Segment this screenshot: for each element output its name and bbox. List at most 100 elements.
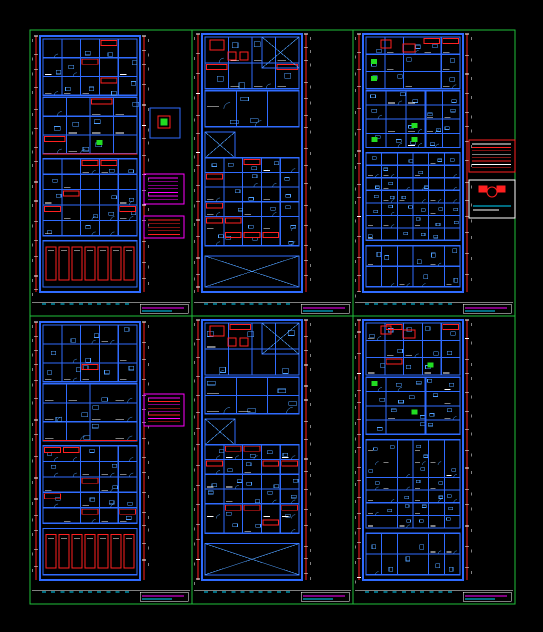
furniture bbox=[230, 119, 239, 125]
furniture bbox=[448, 566, 454, 572]
furniture bbox=[124, 327, 130, 332]
void-cross bbox=[204, 543, 300, 576]
furniture bbox=[130, 81, 137, 86]
fixture-red bbox=[44, 446, 61, 453]
fixture-red bbox=[206, 63, 228, 70]
furniture bbox=[437, 158, 442, 162]
furniture bbox=[376, 48, 382, 53]
furniture bbox=[85, 225, 91, 229]
parking-bay bbox=[58, 246, 70, 281]
furniture bbox=[55, 69, 62, 75]
furniture bbox=[408, 205, 413, 209]
fixture-red bbox=[224, 231, 242, 238]
furniture bbox=[112, 485, 118, 490]
red-fixture bbox=[402, 43, 416, 53]
furniture bbox=[420, 232, 426, 237]
door-swing bbox=[422, 283, 426, 287]
elevator bbox=[239, 51, 249, 61]
furniture bbox=[288, 329, 295, 336]
door-swing bbox=[234, 455, 239, 460]
fixture-green bbox=[411, 137, 418, 143]
fixture-red bbox=[224, 445, 242, 452]
door-swing bbox=[291, 499, 296, 504]
door-swing bbox=[272, 183, 277, 188]
furniture bbox=[251, 174, 258, 178]
door-swing bbox=[234, 484, 239, 490]
furniture bbox=[291, 494, 297, 499]
furniture bbox=[401, 195, 407, 200]
furniture bbox=[423, 274, 429, 280]
furniture bbox=[453, 208, 459, 212]
fixture-green bbox=[371, 137, 378, 143]
red-fixture bbox=[380, 39, 392, 49]
fixture-red bbox=[81, 159, 99, 166]
furniture bbox=[405, 364, 412, 369]
door-swing bbox=[110, 216, 115, 221]
door-swing bbox=[216, 470, 221, 475]
furniture bbox=[93, 333, 100, 338]
legend-box bbox=[143, 393, 185, 427]
door-swing bbox=[375, 174, 379, 178]
fixture-red bbox=[262, 231, 280, 238]
furniture bbox=[420, 208, 426, 212]
furniture bbox=[288, 401, 298, 406]
furniture bbox=[369, 333, 375, 339]
door-swing bbox=[127, 416, 133, 422]
door-swing bbox=[254, 120, 262, 127]
title-block-box bbox=[300, 591, 350, 602]
furniture bbox=[368, 234, 373, 238]
furniture bbox=[53, 126, 61, 131]
door-swing bbox=[437, 499, 442, 503]
door-swing bbox=[80, 435, 86, 441]
furniture bbox=[374, 135, 381, 139]
furniture bbox=[429, 413, 435, 417]
door-swing bbox=[218, 370, 224, 376]
furniture bbox=[433, 351, 439, 356]
key-plan-box bbox=[468, 179, 516, 219]
furniture bbox=[109, 169, 115, 173]
door-swing bbox=[54, 503, 59, 508]
door-swing bbox=[91, 519, 96, 524]
furniture bbox=[128, 198, 135, 202]
door-swing bbox=[453, 550, 457, 555]
furniture bbox=[435, 223, 441, 227]
room-block bbox=[42, 158, 138, 237]
furniture bbox=[371, 109, 378, 113]
sheet-ground-floor bbox=[31, 321, 190, 602]
fixture-red bbox=[243, 504, 261, 511]
furniture bbox=[379, 397, 386, 402]
furniture bbox=[415, 479, 421, 484]
fixture-red bbox=[206, 460, 223, 467]
furniture bbox=[391, 408, 397, 413]
furniture bbox=[226, 511, 232, 516]
void-area bbox=[204, 543, 300, 576]
door-swing bbox=[452, 84, 457, 89]
furniture bbox=[85, 358, 91, 363]
furniture bbox=[217, 75, 224, 82]
furniture bbox=[111, 463, 118, 468]
door-swing bbox=[110, 339, 115, 344]
door-swing bbox=[453, 174, 457, 178]
furniture bbox=[453, 277, 459, 283]
furniture bbox=[207, 381, 216, 386]
door-swing bbox=[406, 474, 410, 478]
furniture bbox=[128, 365, 134, 371]
title-block-box bbox=[462, 591, 512, 602]
door-swing bbox=[272, 499, 277, 504]
room-block bbox=[365, 322, 461, 376]
furniture bbox=[370, 94, 376, 98]
door-swing bbox=[422, 186, 426, 191]
building-outline bbox=[39, 35, 141, 293]
furniture bbox=[446, 494, 452, 498]
legend-box bbox=[468, 139, 516, 173]
furniture bbox=[285, 194, 291, 198]
furniture bbox=[68, 64, 74, 70]
furniture bbox=[415, 380, 422, 385]
parking-bay bbox=[45, 246, 57, 281]
door-swing bbox=[110, 488, 115, 493]
furniture bbox=[421, 504, 427, 508]
door-swing bbox=[375, 511, 379, 516]
furniture bbox=[430, 142, 436, 146]
void-cross bbox=[204, 131, 236, 159]
furniture bbox=[395, 383, 402, 387]
